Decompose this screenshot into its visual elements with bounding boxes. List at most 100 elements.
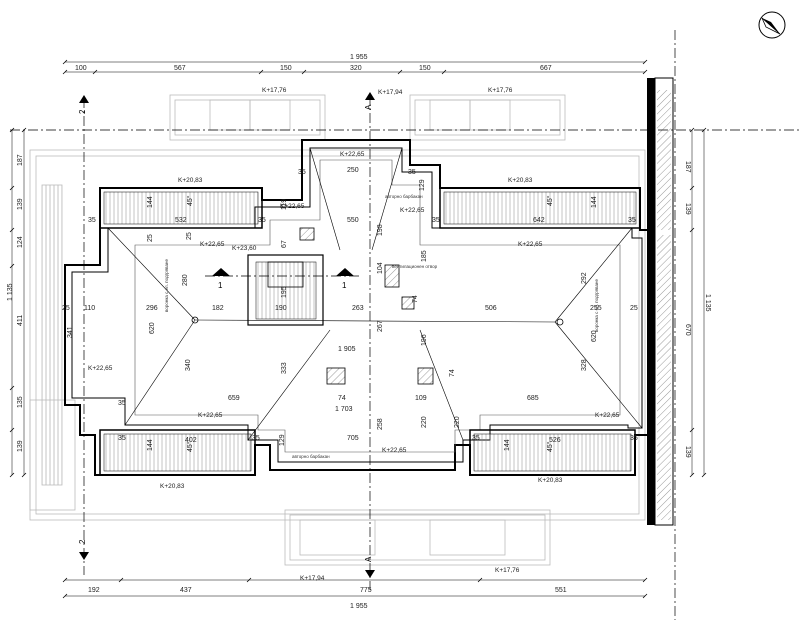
dim-inner: 705 xyxy=(347,435,359,442)
dim-inner: 35 xyxy=(118,400,126,407)
level-mark: K+22,65 xyxy=(88,365,113,372)
building-context-outline xyxy=(29,94,646,566)
dim-inner: 296 xyxy=(146,305,158,312)
dim-left-seg: 135 xyxy=(17,396,24,408)
dim-inner: 328 xyxy=(581,359,588,371)
interior-dimension-labels: 250 35 35 532 550 642 35 35 35 35 144 14… xyxy=(62,167,638,452)
dormer-bottom-left xyxy=(99,429,256,476)
dim-inner: 74 xyxy=(338,395,346,402)
dim-inner: 1 905 xyxy=(338,346,356,353)
dim-inner: 35 xyxy=(258,217,266,224)
section-marker-a-bottom: A xyxy=(364,556,375,578)
dim-inner: 25 xyxy=(630,305,638,312)
dim-inner: 506 xyxy=(485,305,497,312)
dim-top-seg: 100 xyxy=(75,65,87,72)
dim-inner: 109 xyxy=(415,395,427,402)
dim-inner: 333 xyxy=(281,362,288,374)
dim-inner: 45° xyxy=(186,195,194,206)
dim-inner: 35 xyxy=(472,435,480,442)
dim-inner: 110 xyxy=(84,305,95,312)
dim-inner: 1 703 xyxy=(335,406,353,413)
dim-top-seg: 667 xyxy=(540,65,552,72)
level-mark: K+22,65 xyxy=(198,412,223,419)
dim-right-seg: 139 xyxy=(684,203,691,215)
dim-right-seg: 670 xyxy=(684,324,691,336)
funnel-note-left: воронка с ел. подгряване xyxy=(164,259,169,312)
level-labels: K+17,76 K+17,94 K+17,76 K+22,65 K+20,83 … xyxy=(88,87,620,582)
dim-bottom-seg: 437 xyxy=(180,587,192,594)
dim-inner: 620 xyxy=(591,330,598,342)
dim-inner: 144 xyxy=(591,196,598,208)
dim-inner: 185 xyxy=(421,250,428,262)
dim-inner: 220 xyxy=(454,416,461,428)
dim-inner: 280 xyxy=(182,274,189,286)
dim-inner: 341 xyxy=(67,326,74,338)
level-mark: K+22,65 xyxy=(200,241,225,248)
level-mark: K+17,76 xyxy=(495,567,520,574)
dim-top-seg: 150 xyxy=(280,65,292,72)
dim-inner: 220 xyxy=(421,416,428,428)
dim-left-seg: 139 xyxy=(17,440,24,452)
dim-inner: 35 xyxy=(630,435,638,442)
dim-left-seg: 411 xyxy=(17,315,24,326)
notes: воронка с ел. подгряване воронка с ел. п… xyxy=(164,194,599,459)
dim-inner: 292 xyxy=(581,272,588,284)
level-mark: K+22,65 xyxy=(595,412,620,419)
dim-inner: 620 xyxy=(149,322,156,334)
north-arrow-icon xyxy=(758,11,786,39)
section-lines xyxy=(10,30,800,620)
dim-inner: 25 xyxy=(186,232,193,240)
dim-inner: 35 xyxy=(118,435,126,442)
dim-top-seg: 150 xyxy=(419,65,431,72)
dim-left-seg: 139 xyxy=(17,198,24,210)
outlet-note-top: aвторно барбакан xyxy=(385,194,423,199)
svg-text:2: 2 xyxy=(78,109,87,114)
dim-left-seg: 187 xyxy=(17,154,24,166)
hatch-note: вентилационен отвор xyxy=(392,264,438,269)
dim-left-seg: 124 xyxy=(17,236,24,248)
dim-inner: 263 xyxy=(352,305,364,312)
dim-bottom-total: 1 955 xyxy=(350,603,368,610)
dimension-lines xyxy=(11,61,705,597)
dim-inner: 45° xyxy=(186,441,194,452)
level-mark: K+17,76 xyxy=(262,87,287,94)
level-mark: K+22,65 xyxy=(518,241,543,248)
dormer-top-right xyxy=(439,187,641,229)
section-marker-1-left: 1 xyxy=(212,268,230,290)
dim-inner: 35 xyxy=(252,435,260,442)
section-marker-1-right: 1 xyxy=(336,268,354,290)
svg-text:1: 1 xyxy=(342,281,347,290)
roof-hip-lines xyxy=(107,147,643,441)
dim-inner: 144 xyxy=(147,439,154,451)
dim-inner: 340 xyxy=(185,359,192,371)
dormer-bottom-right xyxy=(469,429,636,476)
dim-inner: 144 xyxy=(504,439,511,451)
dim-inner: 255 xyxy=(590,305,602,312)
section-marker-a-top: A xyxy=(364,92,375,110)
level-mark: K+22,65 xyxy=(400,207,425,214)
dim-inner: 119 xyxy=(281,199,288,210)
dim-right-total: 1 135 xyxy=(704,294,711,312)
dim-inner: 35 xyxy=(408,169,416,176)
dim-inner: 659 xyxy=(228,395,240,402)
dim-inner: 35 xyxy=(88,217,96,224)
level-mark: K+22,65 xyxy=(340,151,365,158)
dim-inner: 45° xyxy=(546,195,554,206)
svg-text:A: A xyxy=(364,556,373,562)
level-mark: K+23,60 xyxy=(232,245,257,252)
level-mark: K+20,83 xyxy=(178,177,203,184)
dim-inner: 402 xyxy=(185,437,197,444)
level-mark: K+20,83 xyxy=(160,483,185,490)
funnel-note-right: воронка с ел. подгряване xyxy=(594,279,599,332)
dim-inner: 104 xyxy=(377,262,384,274)
svg-text:A: A xyxy=(364,104,373,110)
level-mark: K+22,65 xyxy=(280,203,305,210)
dormer-top-left xyxy=(99,187,263,229)
roof-vents xyxy=(191,227,564,385)
dim-right-seg: 187 xyxy=(684,161,691,173)
svg-text:2: 2 xyxy=(78,539,87,544)
dimension-ticks xyxy=(9,59,707,599)
section-marker-2-top: 2 xyxy=(78,95,89,114)
dim-top-seg: 320 xyxy=(350,65,362,72)
